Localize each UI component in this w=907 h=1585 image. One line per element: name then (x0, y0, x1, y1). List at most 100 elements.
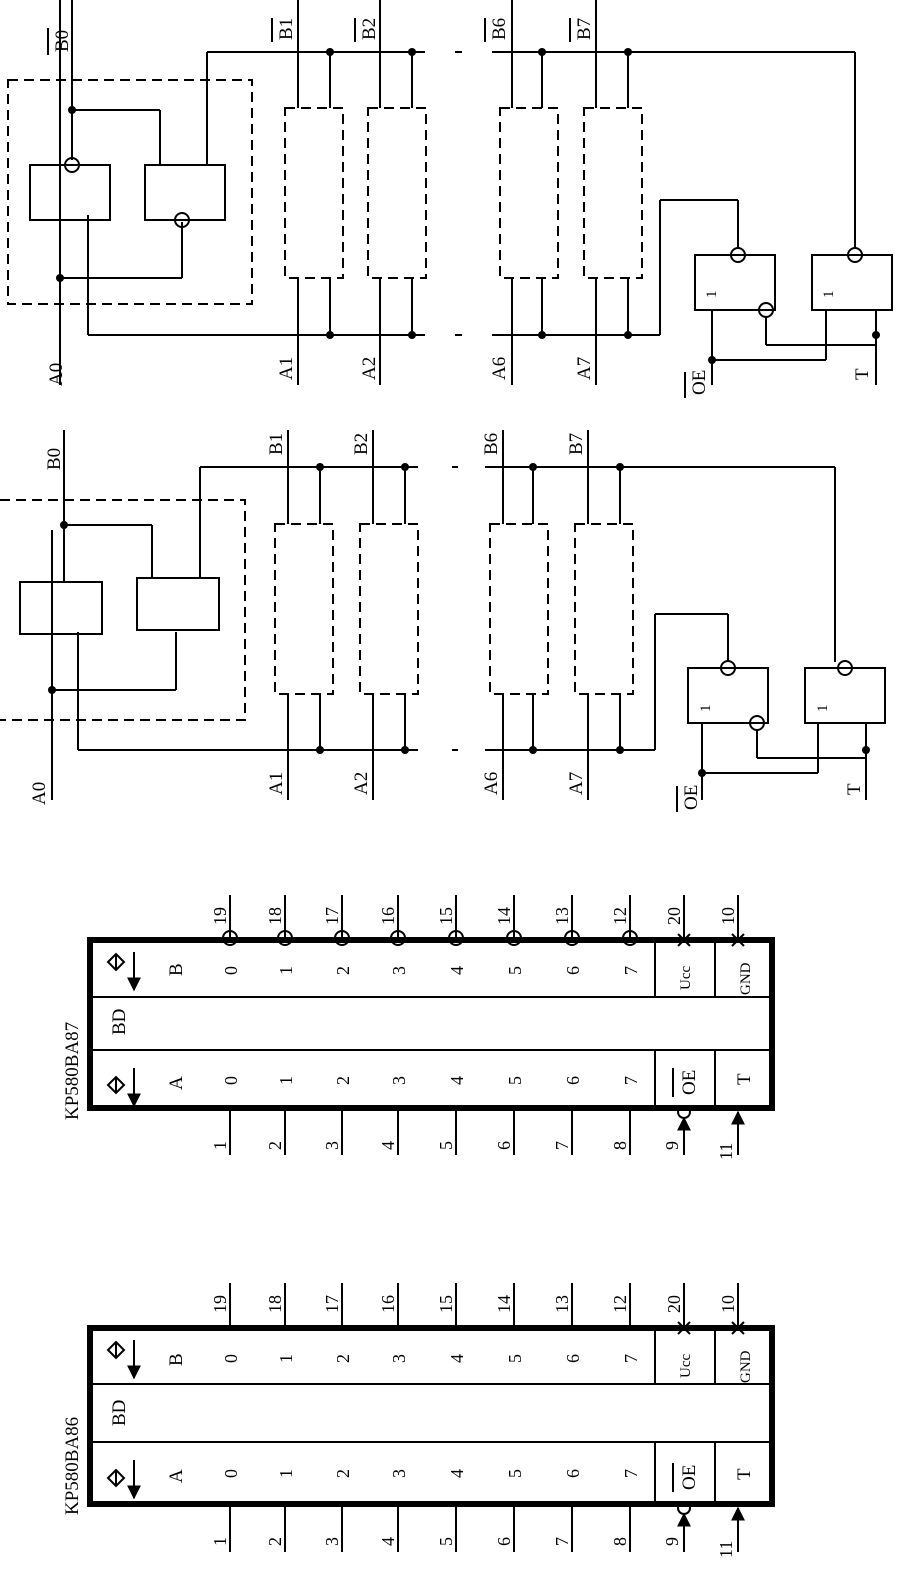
circuit-b-gate2-label: 1 (815, 705, 831, 713)
chip-86-pin-8: 8 (610, 1537, 630, 1546)
chip-87-a-bit-7: 7 (621, 1076, 641, 1085)
chip-87-pin-13: 13 (552, 907, 572, 925)
chip-87-pin-numbers-bottom: 1 2 3 4 5 6 7 8 9 11 (210, 1141, 736, 1160)
chip-87-a-bit-4: 4 (447, 1076, 467, 1085)
chip-86-pin-numbers-top: 19 18 17 16 15 14 13 12 20 10 (210, 1295, 738, 1313)
chip-87-a-bit-5: 5 (505, 1076, 525, 1085)
chip-86-a-bit-4: 4 (447, 1469, 467, 1478)
chip-87-pin-12: 12 (610, 907, 630, 925)
chip-87-pin-9: 9 (662, 1141, 682, 1150)
chip-87-a-bits: 0 1 2 3 4 5 6 7 (221, 1076, 641, 1085)
chip-86-pin-14: 14 (494, 1295, 514, 1313)
chip-86-pin-17: 17 (322, 1295, 342, 1313)
circuit-a-label-a2: A2 (359, 357, 380, 380)
chip-86-a-bit-2: 2 (333, 1469, 353, 1478)
chip-86-pin-7: 7 (552, 1537, 572, 1546)
chip-87-inversion-circles (222, 930, 691, 1119)
chip-86-ucc-label: Ucc (678, 1354, 694, 1378)
chip-86-pin-10: 10 (718, 1295, 738, 1313)
circuit-b-label-b2: B2 (351, 433, 372, 455)
chip-86-pin-2: 2 (265, 1537, 285, 1546)
chip-87-pin-6: 6 (494, 1141, 514, 1150)
chip-87-bidir-icons (106, 952, 141, 1108)
chip-87-pin-2: 2 (265, 1141, 285, 1150)
chip-87-center-label: BD (109, 1009, 130, 1035)
circuit-a-dots (56, 48, 880, 364)
chip-87-b-bit-1: 1 (276, 966, 296, 975)
chip-86-pin-numbers-bottom: 1 2 3 4 5 6 7 8 9 11 (210, 1537, 736, 1558)
chip-87-a-bit-3: 3 (389, 1076, 409, 1085)
chip-87-pin-18: 18 (265, 907, 285, 925)
chip-87-pin-11: 11 (716, 1143, 736, 1160)
chip-87-pin-19: 19 (210, 907, 230, 925)
circuit-a-label-a0: A0 (46, 363, 67, 386)
chip-87-b-bit-4: 4 (447, 966, 467, 975)
chip-86-b-bit-2: 2 (333, 1354, 353, 1363)
chip-87-b-bit-5: 5 (505, 966, 525, 975)
chip-87-pin-15: 15 (436, 907, 456, 925)
circuit-a-label-a7: A7 (574, 357, 595, 380)
chip-87-power-x (677, 933, 745, 947)
chip-87-pin-1: 1 (210, 1141, 230, 1150)
circuit-b-label-b7: B7 (566, 433, 587, 455)
circuit-b-dots (48, 463, 870, 777)
circuit-b-label-t: T (844, 783, 865, 795)
chip-87-pin-lines (229, 895, 745, 1155)
circuit-a-label-b1: B1 (276, 18, 297, 40)
chip-87-a-bit-2: 2 (333, 1076, 353, 1085)
chip-87: KP580BA87 (62, 895, 775, 1160)
circuit-b-label-b0: B0 (44, 448, 65, 470)
circuit-b-label-a1: A1 (266, 772, 287, 795)
chip-87-pin-16: 16 (378, 907, 398, 925)
chip-86-b-bit-3: 3 (389, 1354, 409, 1363)
chip-86-pin-1: 1 (210, 1537, 230, 1546)
chip-87-pin-5: 5 (436, 1141, 456, 1150)
chip-86-a-bit-0: 0 (221, 1469, 241, 1478)
chip-86-gnd-label: GND (738, 1350, 754, 1383)
chip-86-pin-20: 20 (664, 1295, 684, 1313)
chip-86-b-bit-0: 0 (221, 1354, 241, 1363)
chip-86-b-bits: 0 1 2 3 4 5 6 7 (221, 1354, 641, 1363)
circuit-a-label-a6: A6 (489, 357, 510, 380)
chip-86-pin-6: 6 (494, 1537, 514, 1546)
chip-86-a-bit-3: 3 (389, 1469, 409, 1478)
chip-87-a-bit-6: 6 (563, 1076, 583, 1085)
chip-86-power-x (677, 1321, 745, 1335)
chip-86-a-bit-7: 7 (621, 1469, 641, 1478)
chip-86-bidir-icons (106, 1340, 141, 1500)
chip-86-pin-19: 19 (210, 1295, 230, 1313)
circuit-a-gate1-label: 1 (704, 291, 720, 299)
chip-87-b-bit-7: 7 (621, 966, 641, 975)
chip-87-b-bit-0: 0 (221, 966, 241, 975)
chip-86-pin-3: 3 (322, 1537, 342, 1546)
circuit-b-label-a0: A0 (29, 782, 50, 805)
chip-86-a-bit-5: 5 (505, 1469, 525, 1478)
chip-86-pin-4: 4 (378, 1537, 398, 1546)
circuit-a-label-b0: B0 (52, 30, 73, 52)
circuit-a-labels: A0 A1 A2 A6 A7 B0 B1 B2 B6 B7 OE T 1 1 (46, 18, 873, 395)
chip-87-oe-label: OE (679, 1070, 700, 1095)
chip-86-port-a: A (166, 1469, 187, 1483)
chip-86-a-bits: 0 1 2 3 4 5 6 7 (221, 1469, 641, 1478)
chip-87-pin-17: 17 (322, 907, 342, 925)
chip-86-b-bit-5: 5 (505, 1354, 525, 1363)
chip-86-oe-inversion (677, 1501, 691, 1515)
circuit-b-label-a7: A7 (566, 772, 587, 795)
circuit-b-labels: A0 A1 A2 A6 A7 B0 B1 B2 B6 B7 OE T 1 1 (29, 433, 865, 810)
chip-86-b-bit-7: 7 (621, 1354, 641, 1363)
circuit-b-label-oe: OE (681, 785, 702, 810)
chip-86-b-bit-1: 1 (276, 1354, 296, 1363)
chip-87-b-bit-3: 3 (389, 966, 409, 975)
circuit-b-label-a6: A6 (481, 772, 502, 795)
circuit-b-label-b1: B1 (266, 433, 287, 455)
circuit-a-label-b6: B6 (489, 18, 510, 40)
circuit-a-label-t: T (852, 368, 873, 380)
chip-87-gnd-label: GND (738, 962, 754, 995)
chip-86-pin-16: 16 (378, 1295, 398, 1313)
chip-86-b-bit-4: 4 (447, 1354, 467, 1363)
chip-86-pin-13: 13 (552, 1295, 572, 1313)
chip-87-pin-20: 20 (664, 907, 684, 925)
chip-86-t-label: T (734, 1468, 755, 1480)
